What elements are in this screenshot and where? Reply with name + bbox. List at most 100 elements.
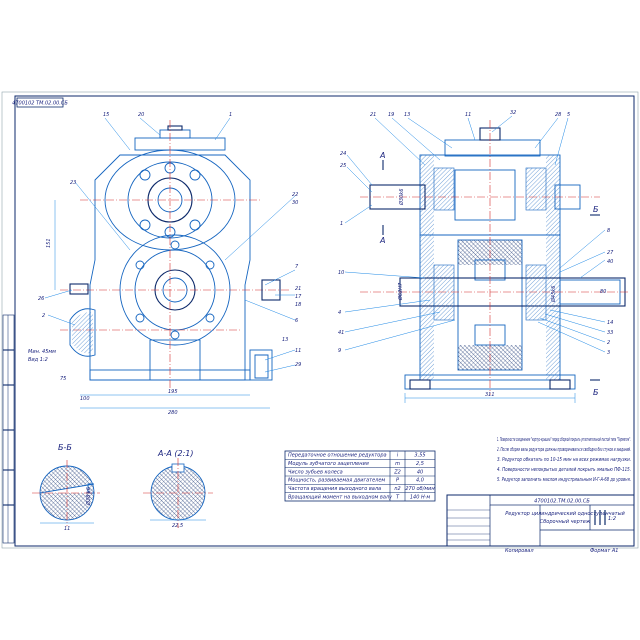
callout-41: 41	[338, 330, 344, 336]
callout-30: 30	[292, 200, 298, 206]
spec-row-symbol: T	[396, 494, 400, 500]
note-line: 3. Редуктор обкатать по 10-15 мин на все…	[497, 457, 631, 463]
spec-row-symbol: P	[396, 478, 399, 484]
title-block-subtitle: Сборочный чертеж	[540, 519, 591, 525]
callout-24: 24	[340, 151, 346, 157]
format-left: Копировал	[505, 548, 534, 554]
spec-row-symbol: i	[397, 453, 399, 459]
spec-row-name: Число зубьев колеса	[288, 469, 343, 475]
spec-row-name: Модуль зубчатого зацепления	[288, 461, 369, 467]
dim-shaft-in: Ø30k6	[398, 189, 405, 206]
stamp-box: 4700102 ТМ.02.00.СБ	[12, 97, 68, 108]
section-view	[344, 115, 630, 403]
cut-marker-b-bottom: Б	[593, 388, 599, 397]
callout-26: 26	[38, 296, 44, 302]
callout-19: 19	[388, 112, 394, 118]
title-block-code: 4700102.ТМ.02.00.СБ	[534, 499, 590, 505]
spec-row-symbol: Z2	[393, 469, 401, 475]
section-callouts: 21 19 13 11 32 28 5 24 25 1 10 4 41 9 8 …	[338, 110, 614, 398]
callout-8: 8	[607, 228, 610, 234]
note-line: 1. Поверхности соединения "корпус-крышка…	[497, 437, 631, 443]
dim-b-height: Ø38 k6	[85, 487, 92, 506]
technical-notes: 1. Поверхности соединения "корпус-крышка…	[497, 437, 631, 483]
inner-frame	[14, 95, 635, 547]
title-block-sheet: 1:2	[608, 516, 616, 522]
cut-marker-a-top: А	[379, 151, 385, 160]
stamp-code: 4700102 ТМ.02.00.СБ	[12, 101, 68, 107]
callout-1-sec: 1	[340, 221, 343, 227]
callout-17: 17	[295, 294, 302, 300]
title-block-title: Редуктор цилиндрический одноступенчатый	[505, 511, 625, 517]
callout-3: 3	[607, 350, 610, 356]
spec-row-name: Частота вращения выходного вала	[288, 486, 381, 492]
spec-row-value: 3,55	[414, 453, 425, 459]
dim-b-width: 11	[64, 526, 70, 532]
binding-strip	[2, 314, 15, 544]
callout-33: 33	[607, 330, 613, 336]
spec-row-value: 270 об/мин	[405, 486, 435, 492]
front-callouts: 15 20 1 23 26 2 22 30 7 21 17 18 6 13 11…	[28, 112, 302, 416]
front-view	[44, 117, 296, 409]
dim-height-151: 151	[46, 238, 52, 248]
spec-row-value: 40	[417, 469, 423, 475]
callout-1: 1	[229, 112, 232, 118]
dim-a-width: 22,5	[172, 523, 183, 529]
outer-frame	[1, 91, 639, 549]
dim-100: 100	[80, 396, 90, 402]
cut-marker-a-bottom: А	[379, 236, 385, 245]
callout-23: 23	[70, 180, 76, 186]
callout-7: 7	[295, 264, 299, 270]
section-a-title: А-А (2:1)	[157, 449, 194, 458]
spec-row-name: Мощность, развиваемая двигателем	[288, 478, 385, 484]
title-block: 4700102.ТМ.02.00.СБ Редуктор цилиндричес…	[446, 494, 635, 554]
callout-20: 20	[138, 112, 144, 118]
callout-32: 32	[510, 110, 516, 116]
callout-6: 6	[295, 318, 298, 324]
callout-10: 10	[338, 270, 344, 276]
note-line: 5. Редуктор заполнить маслом индустриаль…	[497, 477, 631, 483]
format-right: Формат А1	[590, 548, 618, 554]
callout-28: 28	[555, 112, 561, 118]
spec-row-value: 140 Н·м	[410, 494, 430, 500]
label-min-45: Мин. 45мм	[28, 349, 56, 355]
callout-11-front: 11	[295, 348, 301, 354]
callout-14: 14	[607, 320, 613, 326]
note-line: 2. После сборки валы редуктора должны пр…	[497, 447, 631, 453]
callout-40: 40	[607, 259, 613, 265]
spec-row-symbol: m	[395, 461, 400, 467]
dim-shaft-out: Ø45k6	[550, 286, 557, 303]
callout-2: 2	[42, 313, 45, 319]
callout-21-front: 21	[295, 286, 301, 292]
callout-5: 5	[567, 112, 570, 118]
spec-row-value: 2,5	[416, 461, 424, 467]
section-b-detail: Б-Б 11 Ø38 k6	[32, 443, 100, 532]
note-line: 4. Поверхности непокрытых деталей покрыт…	[497, 467, 631, 473]
dim-bore: Ø62H7	[397, 282, 404, 301]
spec-row-symbol: n2	[394, 486, 400, 492]
dim-280: 280	[168, 410, 178, 416]
spec-row-name: Вращающий момент на выходном валу	[288, 494, 393, 500]
callout-2-sec: 2	[607, 340, 610, 346]
callout-25: 25	[340, 163, 346, 169]
callout-15: 15	[103, 112, 109, 118]
cut-marker-b-top: Б	[593, 205, 599, 214]
callout-18: 18	[295, 302, 301, 308]
dim-length: 80	[600, 289, 606, 295]
callout-27: 27	[607, 250, 614, 256]
dim-width-311: 311	[485, 392, 495, 398]
dim-195: 195	[168, 389, 178, 395]
callout-21-sec: 21	[370, 112, 376, 118]
callout-29: 29	[295, 362, 301, 368]
callout-13-front: 13	[282, 337, 288, 343]
dim-75: 75	[60, 376, 66, 382]
callout-11-sec: 11	[465, 112, 471, 118]
section-a-detail: А-А (2:1) 22,5	[143, 449, 213, 529]
callout-9: 9	[338, 348, 341, 354]
spec-row-value: 4,0	[416, 478, 424, 484]
callout-22: 22	[292, 192, 298, 198]
section-b-title: Б-Б	[58, 443, 72, 452]
label-scale: Вид 1:2	[28, 357, 48, 363]
callout-4: 4	[338, 310, 341, 316]
